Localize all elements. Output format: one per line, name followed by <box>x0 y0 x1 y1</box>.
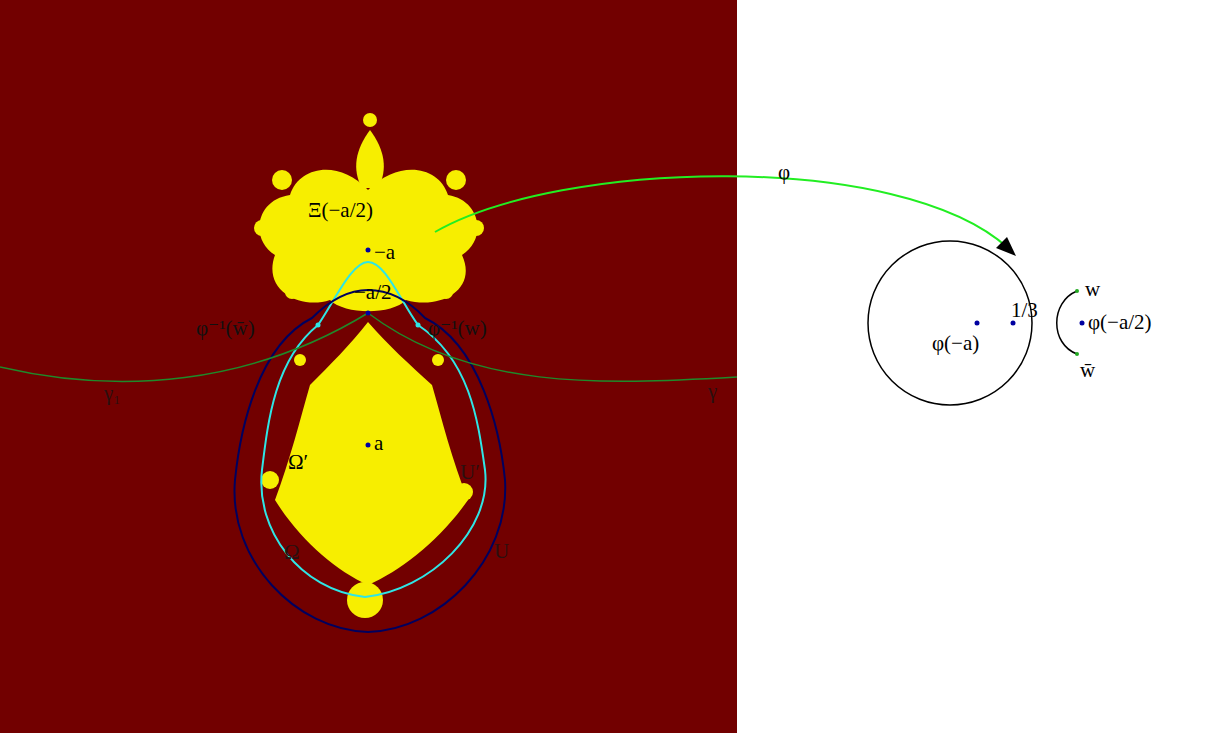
point-label: φ⁻¹(w) <box>428 318 487 339</box>
point-label: φ(−a) <box>932 333 979 354</box>
filled-set-bottom <box>261 322 473 618</box>
point <box>1011 321 1016 326</box>
ray-label: γ <box>708 381 717 402</box>
region-label: U <box>494 541 509 562</box>
number-label: 1/3 <box>1011 300 1038 321</box>
point <box>366 311 371 316</box>
point-label: w̄ <box>1080 360 1095 381</box>
region-label: U′ <box>460 462 480 483</box>
point <box>1075 352 1079 356</box>
point <box>1075 289 1079 293</box>
unit-circle <box>868 241 1032 405</box>
set-label: Ξ(−a/2) <box>308 200 373 221</box>
point-label: w <box>1085 279 1100 300</box>
point <box>1080 321 1085 326</box>
point-label: a <box>374 433 383 454</box>
filled-set-top <box>254 113 484 311</box>
curve-u <box>235 290 506 632</box>
point <box>416 323 421 328</box>
ray-gamma1 <box>0 313 368 381</box>
map-label: φ <box>778 162 790 183</box>
region-label: Ω <box>284 542 300 563</box>
map-arrow <box>435 176 1008 248</box>
arrow-head <box>996 237 1016 256</box>
point <box>316 323 321 328</box>
ray-label: γ₁ <box>104 383 121 404</box>
point <box>366 443 371 448</box>
point <box>975 321 980 326</box>
point-label: φ(−a/2) <box>1088 312 1152 333</box>
curve-omega-prime <box>261 262 485 597</box>
point-label: −a <box>374 242 395 263</box>
arc <box>1057 291 1077 354</box>
point <box>366 248 371 253</box>
point-label: φ⁻¹(w̄) <box>196 318 255 339</box>
escape-region <box>0 0 737 733</box>
region-label: Ω′ <box>288 452 308 473</box>
ray-gamma <box>368 313 737 381</box>
point-label: −a/2 <box>354 282 392 303</box>
